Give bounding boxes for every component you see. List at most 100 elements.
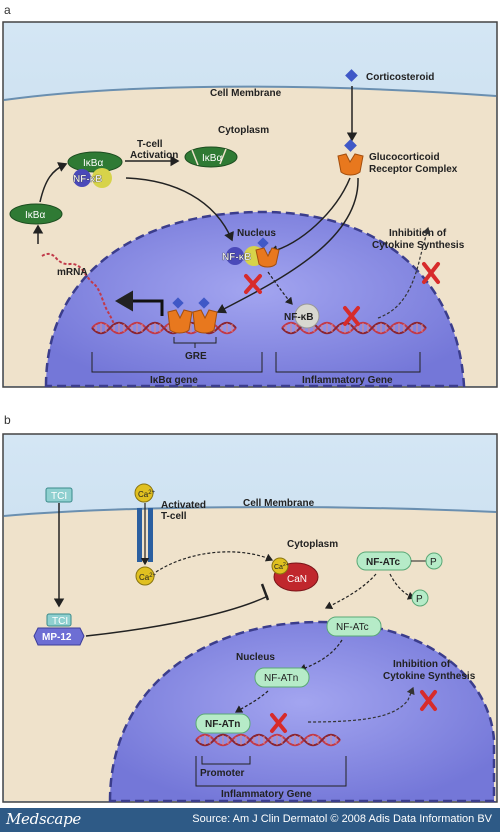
cell-membrane-line-b — [3, 506, 497, 517]
cytoplasm-label-b: Cytoplasm — [287, 539, 338, 550]
calcium-on-can — [271, 557, 289, 575]
arrow-receptor-to-gre — [216, 177, 359, 314]
mp12-icon — [33, 627, 85, 646]
nfkb-on-gene-label: NF-κB — [284, 312, 313, 323]
gre-receptor-dimer — [167, 297, 218, 334]
calcium-ion-top — [134, 483, 154, 503]
arrow-calcium-to-can — [155, 551, 274, 573]
ikba-degraded-label: IκBα — [202, 153, 222, 164]
steroid-nuc-icon — [257, 237, 269, 249]
nucleus-label-b: Nucleus — [236, 652, 275, 663]
receptor-nuc-icon — [255, 247, 280, 268]
arrow-nfatc-into-nucleus — [298, 639, 343, 672]
inhibit-x-icon-4 — [420, 690, 437, 711]
activated-tcell-label-1: Activated — [161, 500, 206, 511]
nucleus-label-a: Nucleus — [237, 228, 276, 239]
nfkb-nuc-blue — [226, 247, 244, 265]
phosphate-icon-1 — [425, 552, 443, 570]
ikba-gene-bracket — [91, 352, 263, 373]
arrow-dephosphorylation — [324, 573, 377, 610]
inflammatory-gene-bracket-b — [195, 756, 347, 787]
arrow-transcription-ikba — [115, 290, 164, 316]
tci-icon-top — [45, 487, 73, 503]
nfkb-yellow-subunit — [92, 168, 112, 188]
calcium-label-bottom: Ca2+ — [139, 573, 157, 582]
inflammatory-gene-label-b: Inflammatory Gene — [221, 789, 312, 800]
nucleus-a — [44, 210, 466, 388]
inhibition-label-b-1: Inhibition of — [393, 659, 451, 670]
gr-complex-label-2: Receptor Complex — [369, 164, 458, 175]
phosphate-label-1: P — [430, 557, 437, 568]
inhibit-x-icon-1 — [244, 274, 262, 294]
gre-bracket — [173, 337, 217, 348]
arrow-nfkb-into-nucleus — [125, 177, 234, 242]
tci-icon-bound — [46, 613, 72, 627]
nfatn-label: NF-ATn — [264, 673, 298, 684]
arrow-ikba-to-complex — [39, 162, 68, 203]
nfatc-icon — [326, 616, 382, 637]
ikba-gene-label: IκBα gene — [150, 375, 198, 386]
inhibition-bar-can — [260, 583, 270, 601]
nfatn-bound-icon — [195, 713, 251, 734]
panel-a-letter: a — [4, 3, 11, 17]
promoter-label: Promoter — [200, 768, 245, 779]
phosphate-icon-2 — [411, 589, 429, 607]
corticosteroid-label: Corticosteroid — [366, 72, 434, 83]
arrow-gene-to-cytokine-b — [307, 686, 415, 723]
mrna-strand — [41, 252, 115, 325]
can-label: CaN — [287, 574, 307, 585]
inhibition-label-a-2: Cytokine Synthesis — [372, 240, 465, 251]
receptor-complex-icon — [337, 153, 364, 176]
promoter-bracket — [201, 756, 251, 765]
tcell-activation-label-1: T-cell — [137, 139, 163, 150]
inhibition-label-a-1: Inhibition of — [389, 228, 447, 239]
nfatc-phospho-label: NF-ATc — [366, 557, 401, 568]
calcium-ion-bottom — [135, 566, 155, 586]
arrow-nfatn-to-promoter — [234, 690, 269, 713]
tcell-activation-label-2: Activation — [130, 150, 178, 161]
nfkb-complex-label: NF-κB — [73, 174, 102, 185]
ikba-free-label: IκBα — [25, 210, 45, 221]
panel-b: TCI TCI MP-12 Ca2+ Activated T-cell Cell… — [2, 433, 498, 803]
tci-label-top: TCI — [51, 491, 67, 502]
phosphate-label-2: P — [416, 594, 423, 605]
gr-complex-label-1: Glucocorticoid — [369, 152, 440, 163]
inhibit-x-icon-5 — [270, 713, 287, 733]
medscape-logo: Medscape — [6, 810, 81, 828]
panel-b-letter: b — [4, 413, 11, 427]
inhibit-x-icon-2 — [422, 262, 440, 284]
arrow-nfkb-to-gene — [267, 271, 293, 305]
corticosteroid-icon — [345, 69, 358, 82]
inflammatory-gene-label-a: Inflammatory Gene — [302, 375, 393, 386]
cytoplasm-label-a: Cytoplasm — [218, 125, 269, 136]
mrna-label: mRNA — [57, 267, 88, 278]
cell-membrane-label-b: Cell Membrane — [243, 498, 315, 509]
ikba-complex-label: IκBα — [83, 158, 103, 169]
cell-membrane-label-a: Cell Membrane — [210, 88, 282, 99]
nfatn-icon — [254, 667, 310, 688]
cell-membrane-line-a — [3, 85, 497, 101]
line-mp12-inhibits-can — [85, 595, 269, 637]
nfkb-nuc-label: NF-κB — [222, 252, 251, 263]
calcium-channel-left — [137, 508, 142, 562]
mp12-label: MP-12 — [42, 632, 72, 643]
inhibition-label-b-2: Cytokine Synthesis — [383, 671, 476, 682]
nfkb-blue-subunit — [73, 169, 91, 187]
arrow-gene-to-cytokine — [377, 226, 431, 319]
calcium-label-top: Ca2+ — [138, 490, 156, 499]
arrow-phosphate-release — [389, 573, 416, 600]
gre-label: GRE — [185, 351, 207, 362]
footer-bar: Medscape Source: Am J Clin Dermatol © 20… — [0, 808, 500, 832]
arrow-receptor-to-nfkb — [268, 177, 351, 256]
inhibit-x-icon-3 — [343, 306, 360, 326]
ikba-degraded-icon: IκBα — [184, 146, 238, 168]
nfkb-on-gene-icon — [294, 303, 320, 329]
nfatn-bound-label: NF-ATn — [205, 719, 240, 730]
calcium-channel-right — [148, 508, 153, 562]
panel-a: Cell Membrane Cytoplasm Corticosteroid G… — [2, 21, 498, 388]
source-credit: Source: Am J Clin Dermatol © 2008 Adis D… — [192, 813, 492, 825]
inflammatory-gene-bracket-a — [275, 352, 421, 373]
activated-tcell-label-2: T-cell — [161, 511, 187, 522]
tci-label-bound: TCI — [52, 616, 68, 627]
